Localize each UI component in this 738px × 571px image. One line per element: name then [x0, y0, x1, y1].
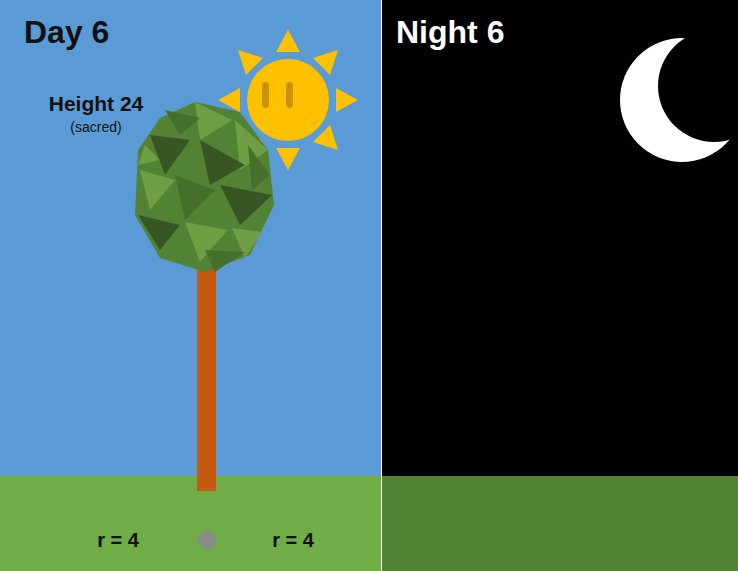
moon	[620, 30, 738, 162]
day-sky	[0, 0, 381, 476]
radius-label: r = 4	[97, 529, 139, 552]
tree-trunk	[197, 250, 216, 491]
tree-note: (sacred)	[70, 119, 121, 135]
tree-height: Height 24	[49, 92, 144, 116]
night-ground	[382, 476, 738, 571]
tree-canopy	[135, 102, 274, 272]
sun	[218, 30, 358, 170]
panel-title: Day 6	[24, 14, 109, 51]
center-dot	[198, 531, 216, 549]
day-ground	[0, 476, 381, 571]
radius-label: r = 4	[272, 529, 314, 552]
panel-title: Night 6	[396, 14, 504, 51]
